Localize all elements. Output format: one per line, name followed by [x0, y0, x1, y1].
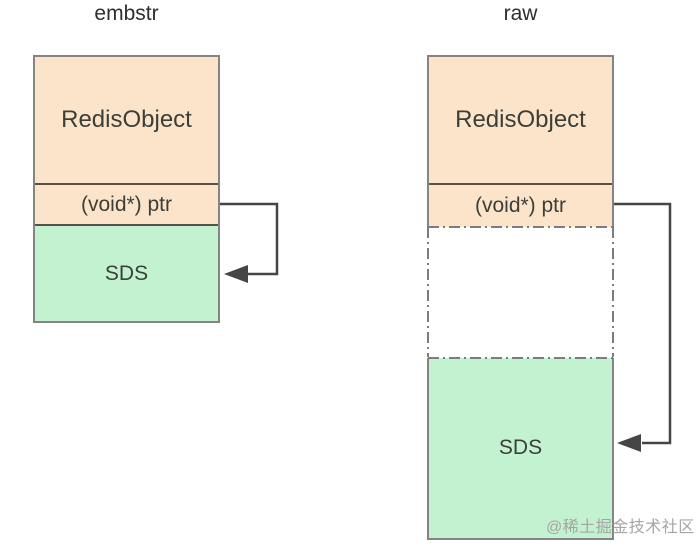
embstr-ptr-cell: (void*) ptr	[35, 185, 218, 226]
embstr-redisobject-label: RedisObject	[61, 106, 192, 133]
raw-sds-label: SDS	[498, 436, 543, 459]
raw-memory-gap	[427, 227, 614, 358]
raw-ptr-label: (void*) ptr	[474, 194, 567, 217]
raw-ptr-arrow	[614, 202, 672, 445]
embstr-sds-cell: SDS	[35, 226, 218, 321]
embstr-ptr-label: (void*) ptr	[80, 192, 173, 216]
raw-redisobject-cell: RedisObject	[429, 57, 612, 185]
raw-sds-cell: SDS	[427, 358, 614, 540]
embstr-sds-label: SDS	[104, 261, 149, 285]
watermark: @稀土掘金技术社区	[546, 519, 695, 536]
raw-ptr-cell: (void*) ptr	[429, 185, 612, 227]
raw-redisobject-label: RedisObject	[455, 106, 586, 133]
embstr-ptr-arrow	[220, 202, 279, 276]
embstr-redisobject-cell: RedisObject	[35, 57, 218, 185]
embstr-box: RedisObject (void*) ptr SDS	[33, 55, 220, 323]
raw-ptr-arrowhead-icon	[617, 434, 641, 452]
encoding-title-embstr: embstr	[94, 2, 159, 25]
embstr-ptr-arrowhead-icon	[224, 265, 248, 283]
encoding-title-raw: raw	[503, 2, 538, 25]
raw-box-top: RedisObject (void*) ptr	[427, 55, 614, 227]
